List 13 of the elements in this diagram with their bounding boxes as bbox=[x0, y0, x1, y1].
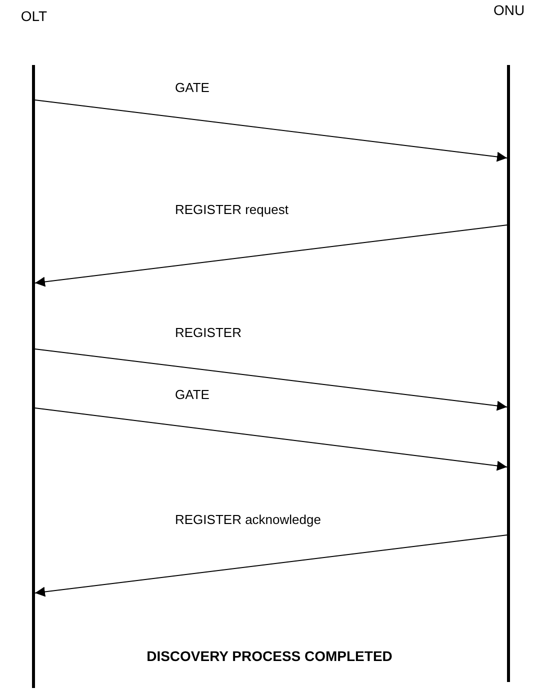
message-arrow bbox=[34, 348, 508, 411]
message-label: GATE bbox=[175, 80, 210, 95]
message-arrow bbox=[34, 100, 508, 162]
message-arrow bbox=[34, 408, 508, 471]
caption: DISCOVERY PROCESS COMPLETED bbox=[146, 648, 394, 664]
message-arrow bbox=[34, 224, 508, 287]
message-label: REGISTER bbox=[175, 325, 242, 340]
message-label: REGISTER acknowledge bbox=[175, 512, 321, 527]
message-label: REGISTER request bbox=[175, 202, 288, 217]
lifeline-label: OLT bbox=[20, 8, 48, 24]
message-label: GATE bbox=[175, 387, 210, 402]
message-arrow bbox=[34, 534, 508, 597]
lifeline-label: ONU bbox=[492, 2, 526, 18]
